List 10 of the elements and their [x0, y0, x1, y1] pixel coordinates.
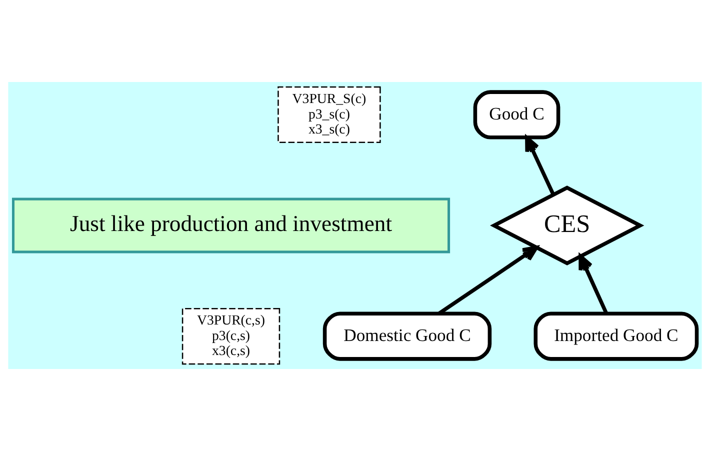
node-box: V3PUR_S(c) p3_s(c) x3_s(c) — [278, 86, 381, 143]
node-box: Domestic Good C — [322, 311, 492, 360]
node-box: Good C — [473, 90, 560, 139]
node-box: Imported Good C — [534, 311, 699, 360]
node-box: V3PUR(c,s) p3(c,s) x3(c,s) — [182, 307, 280, 364]
arrow — [525, 136, 556, 195]
arrow — [578, 254, 608, 314]
node-box: Just like production and investment — [12, 197, 450, 253]
arrow — [438, 245, 538, 315]
node-diamond: CES — [490, 185, 644, 265]
